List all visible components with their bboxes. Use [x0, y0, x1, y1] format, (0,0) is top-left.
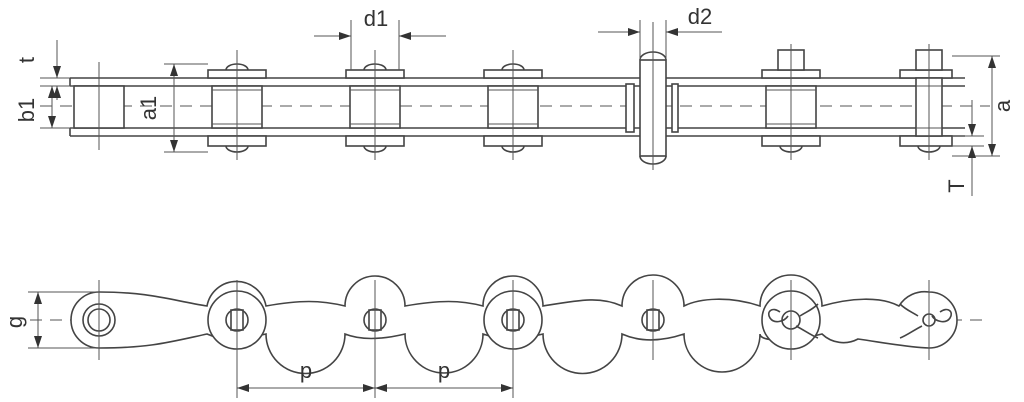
- side-view: g p p: [2, 274, 985, 398]
- dim-t: t: [14, 40, 70, 100]
- dim-d2: d2: [598, 4, 722, 36]
- label-b1: b1: [14, 98, 39, 122]
- pin-plates: [207, 69, 953, 147]
- connecting-pin: [625, 51, 679, 165]
- top-pin-centerlines: [98, 20, 930, 170]
- dim-a: a: [952, 55, 1015, 157]
- label-a1: a1: [136, 96, 161, 120]
- label-t: t: [14, 57, 39, 63]
- label-g: g: [2, 316, 27, 328]
- label-p-1: p: [300, 358, 312, 383]
- label-a: a: [990, 99, 1015, 112]
- top-view: t b1 a1 d1: [14, 4, 1015, 196]
- label-p-2: p: [438, 358, 450, 383]
- side-cotter-wings: [767, 303, 953, 339]
- rollers: [73, 85, 817, 129]
- dim-p-1: p: [237, 358, 375, 392]
- label-d2: d2: [688, 4, 712, 29]
- dim-a1: a1: [136, 63, 208, 153]
- dim-g: g: [2, 291, 99, 349]
- side-pin-centerlines: [98, 280, 930, 398]
- dim-d1: d1: [314, 6, 446, 40]
- label-d1: d1: [364, 6, 388, 31]
- dim-p-2: p: [375, 358, 513, 392]
- dim-T: T: [944, 100, 984, 196]
- label-T: T: [944, 179, 969, 192]
- dim-b1: b1: [14, 85, 74, 129]
